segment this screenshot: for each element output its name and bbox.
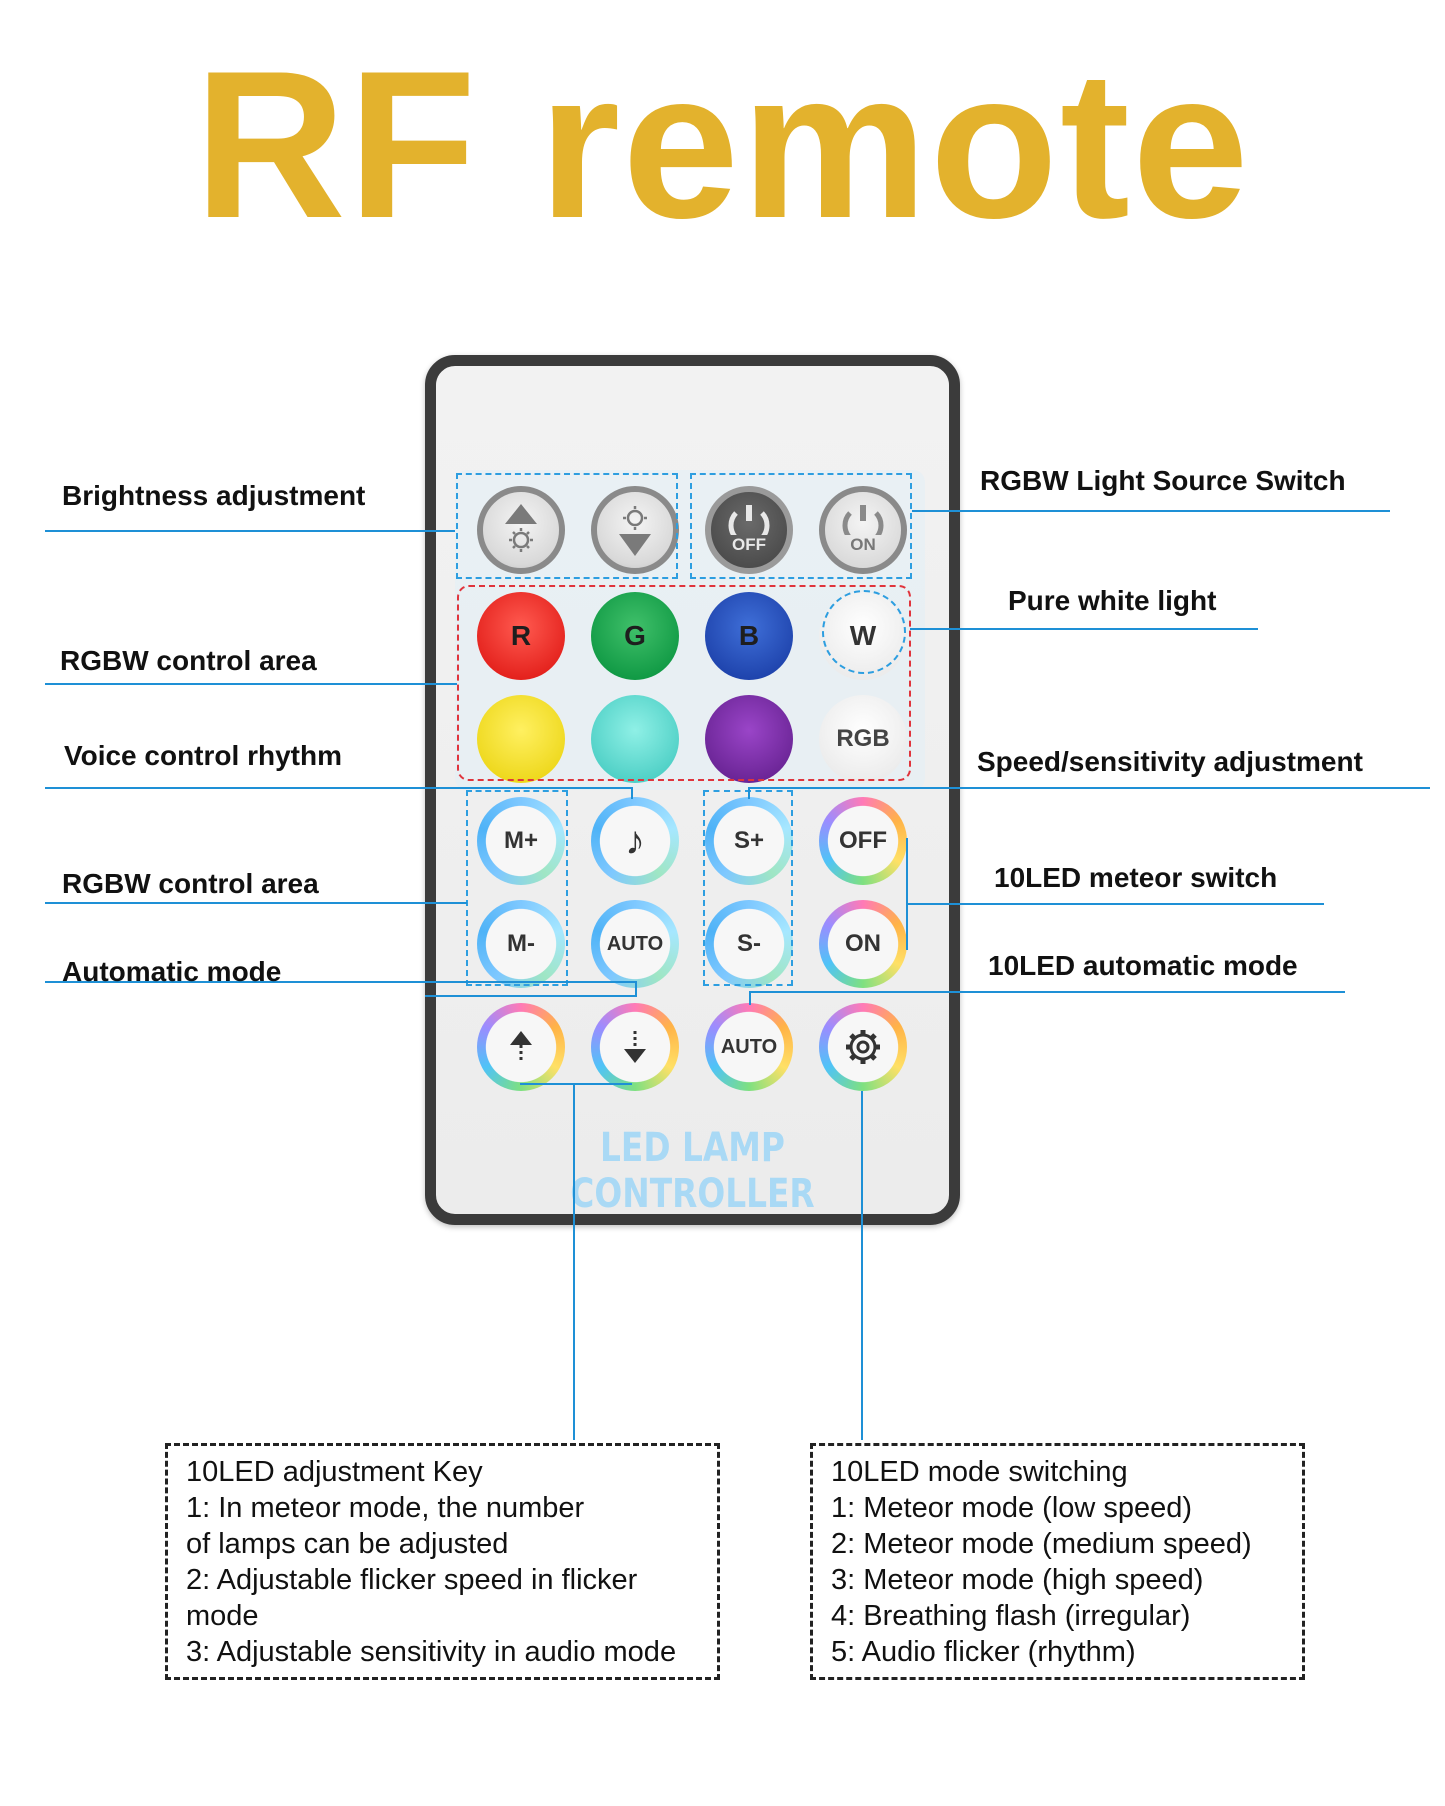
label-rgbw-switch: RGBW Light Source Switch	[980, 465, 1346, 496]
box-left-line: 1: In meteor mode, the number	[186, 1492, 585, 1524]
box-right-line: 4: Breathing flash (irregular)	[831, 1600, 1191, 1632]
arrow-down-icon	[624, 1031, 646, 1063]
power-icon	[842, 505, 884, 535]
meteor-off-button[interactable]: OFF	[819, 797, 907, 885]
m-group-outline	[466, 790, 568, 986]
yellow-button[interactable]	[477, 695, 565, 783]
voice-rhythm-callout-line	[45, 787, 633, 789]
box-right-line: 3: Meteor mode (high speed)	[831, 1564, 1204, 1596]
m-plus-button[interactable]: M+	[477, 797, 565, 885]
led-auto-callout-stub	[749, 991, 751, 1005]
automatic-mode-callout-line	[45, 981, 637, 983]
on-label: ON	[850, 535, 876, 554]
led-down-button[interactable]	[591, 1003, 679, 1091]
s-plus-button[interactable]: S+	[705, 797, 793, 885]
box-left-line: 10LED adjustment Key	[186, 1456, 483, 1488]
off-label: OFF	[732, 535, 766, 554]
pure-white-callout-line	[910, 628, 1258, 630]
meteor-on-button[interactable]: ON	[819, 900, 907, 988]
rgbw-control-callout-line	[45, 683, 457, 685]
settings-button[interactable]	[819, 1003, 907, 1091]
blue-button[interactable]: B	[705, 592, 793, 680]
purple-button[interactable]	[705, 695, 793, 783]
box-left-line: mode	[186, 1600, 259, 1632]
arrow-up-icon	[510, 1031, 532, 1063]
automatic-mode-callout-line-2	[425, 995, 637, 997]
label-rgbw-control-2: RGBW control area	[62, 868, 319, 899]
box-left-line: 2: Adjustable flicker speed in flicker	[186, 1564, 638, 1596]
cyan-button[interactable]	[591, 695, 679, 783]
s-minus-button[interactable]: S-	[705, 900, 793, 988]
m-minus-button[interactable]: M-	[477, 900, 565, 988]
s-group-outline	[703, 790, 793, 986]
led-auto-button[interactable]: AUTO	[705, 1003, 793, 1091]
brand-text: LED LAMP CONTROLLER	[570, 1125, 815, 1217]
rgbw-control-2-callout-line	[45, 902, 467, 904]
box-left-line: 3: Adjustable sensitivity in audio mode	[186, 1636, 677, 1668]
rgbw-on-button[interactable]: ON	[819, 486, 907, 574]
box-right-line: 10LED mode switching	[831, 1456, 1128, 1488]
box-right-line: 5: Audio flicker (rhythm)	[831, 1636, 1136, 1668]
label-brightness: Brightness adjustment	[62, 480, 366, 511]
led-mode-info-box: 10LED mode switching 1: Meteor mode (low…	[810, 1443, 1305, 1680]
meteor-switch-bracket	[906, 838, 908, 950]
auto-button[interactable]: AUTO	[591, 900, 679, 988]
led-adjustment-info-box: 10LED adjustment Key 1: In meteor mode, …	[165, 1443, 720, 1680]
brightness-up-button[interactable]	[477, 486, 565, 574]
voice-rhythm-callout-stub	[631, 787, 633, 799]
automatic-mode-callout-stub	[635, 981, 637, 997]
speed-callout-line	[748, 787, 1430, 789]
page-title: RF remote	[194, 27, 1251, 262]
rgbw-off-button[interactable]: OFF	[705, 486, 793, 574]
brightness-down-button[interactable]	[591, 486, 679, 574]
rgbw-group-outline	[457, 585, 911, 781]
label-led-auto-mode: 10LED automatic mode	[988, 950, 1298, 981]
brightness-callout-line	[45, 530, 455, 532]
label-pure-white: Pure white light	[1008, 585, 1217, 616]
led-auto-callout-line	[749, 991, 1345, 993]
led-updown-bracket	[520, 1083, 632, 1085]
red-button[interactable]: R	[477, 592, 565, 680]
speed-callout-stub	[748, 787, 750, 799]
label-voice-rhythm: Voice control rhythm	[64, 740, 342, 771]
label-rgbw-control: RGBW control area	[60, 645, 317, 676]
rgb-button[interactable]: RGB	[819, 695, 907, 783]
led-up-button[interactable]	[477, 1003, 565, 1091]
green-button[interactable]: G	[591, 592, 679, 680]
arrow-down-sun-icon	[619, 506, 651, 556]
brightness-group-outline	[456, 473, 678, 579]
rgbw-switch-callout-line	[912, 510, 1390, 512]
led-mode-callout-line	[861, 1091, 863, 1440]
music-button[interactable]: ♪	[591, 797, 679, 885]
label-automatic-mode: Automatic mode	[62, 956, 282, 987]
white-button-outline	[822, 590, 906, 674]
label-speed-sensitivity: Speed/sensitivity adjustment	[977, 746, 1363, 777]
meteor-switch-callout-line	[906, 903, 1324, 905]
power-icon	[728, 505, 770, 535]
arrow-up-sun-icon	[505, 504, 537, 552]
box-right-line: 1: Meteor mode (low speed)	[831, 1492, 1193, 1524]
label-meteor-switch: 10LED meteor switch	[994, 862, 1278, 893]
led-adjust-callout-line	[573, 1083, 575, 1440]
power-group-outline	[690, 473, 912, 579]
box-right-line: 2: Meteor mode (medium speed)	[831, 1528, 1252, 1560]
gear-icon	[846, 1030, 880, 1064]
box-left-line: of lamps can be adjusted	[186, 1528, 509, 1560]
